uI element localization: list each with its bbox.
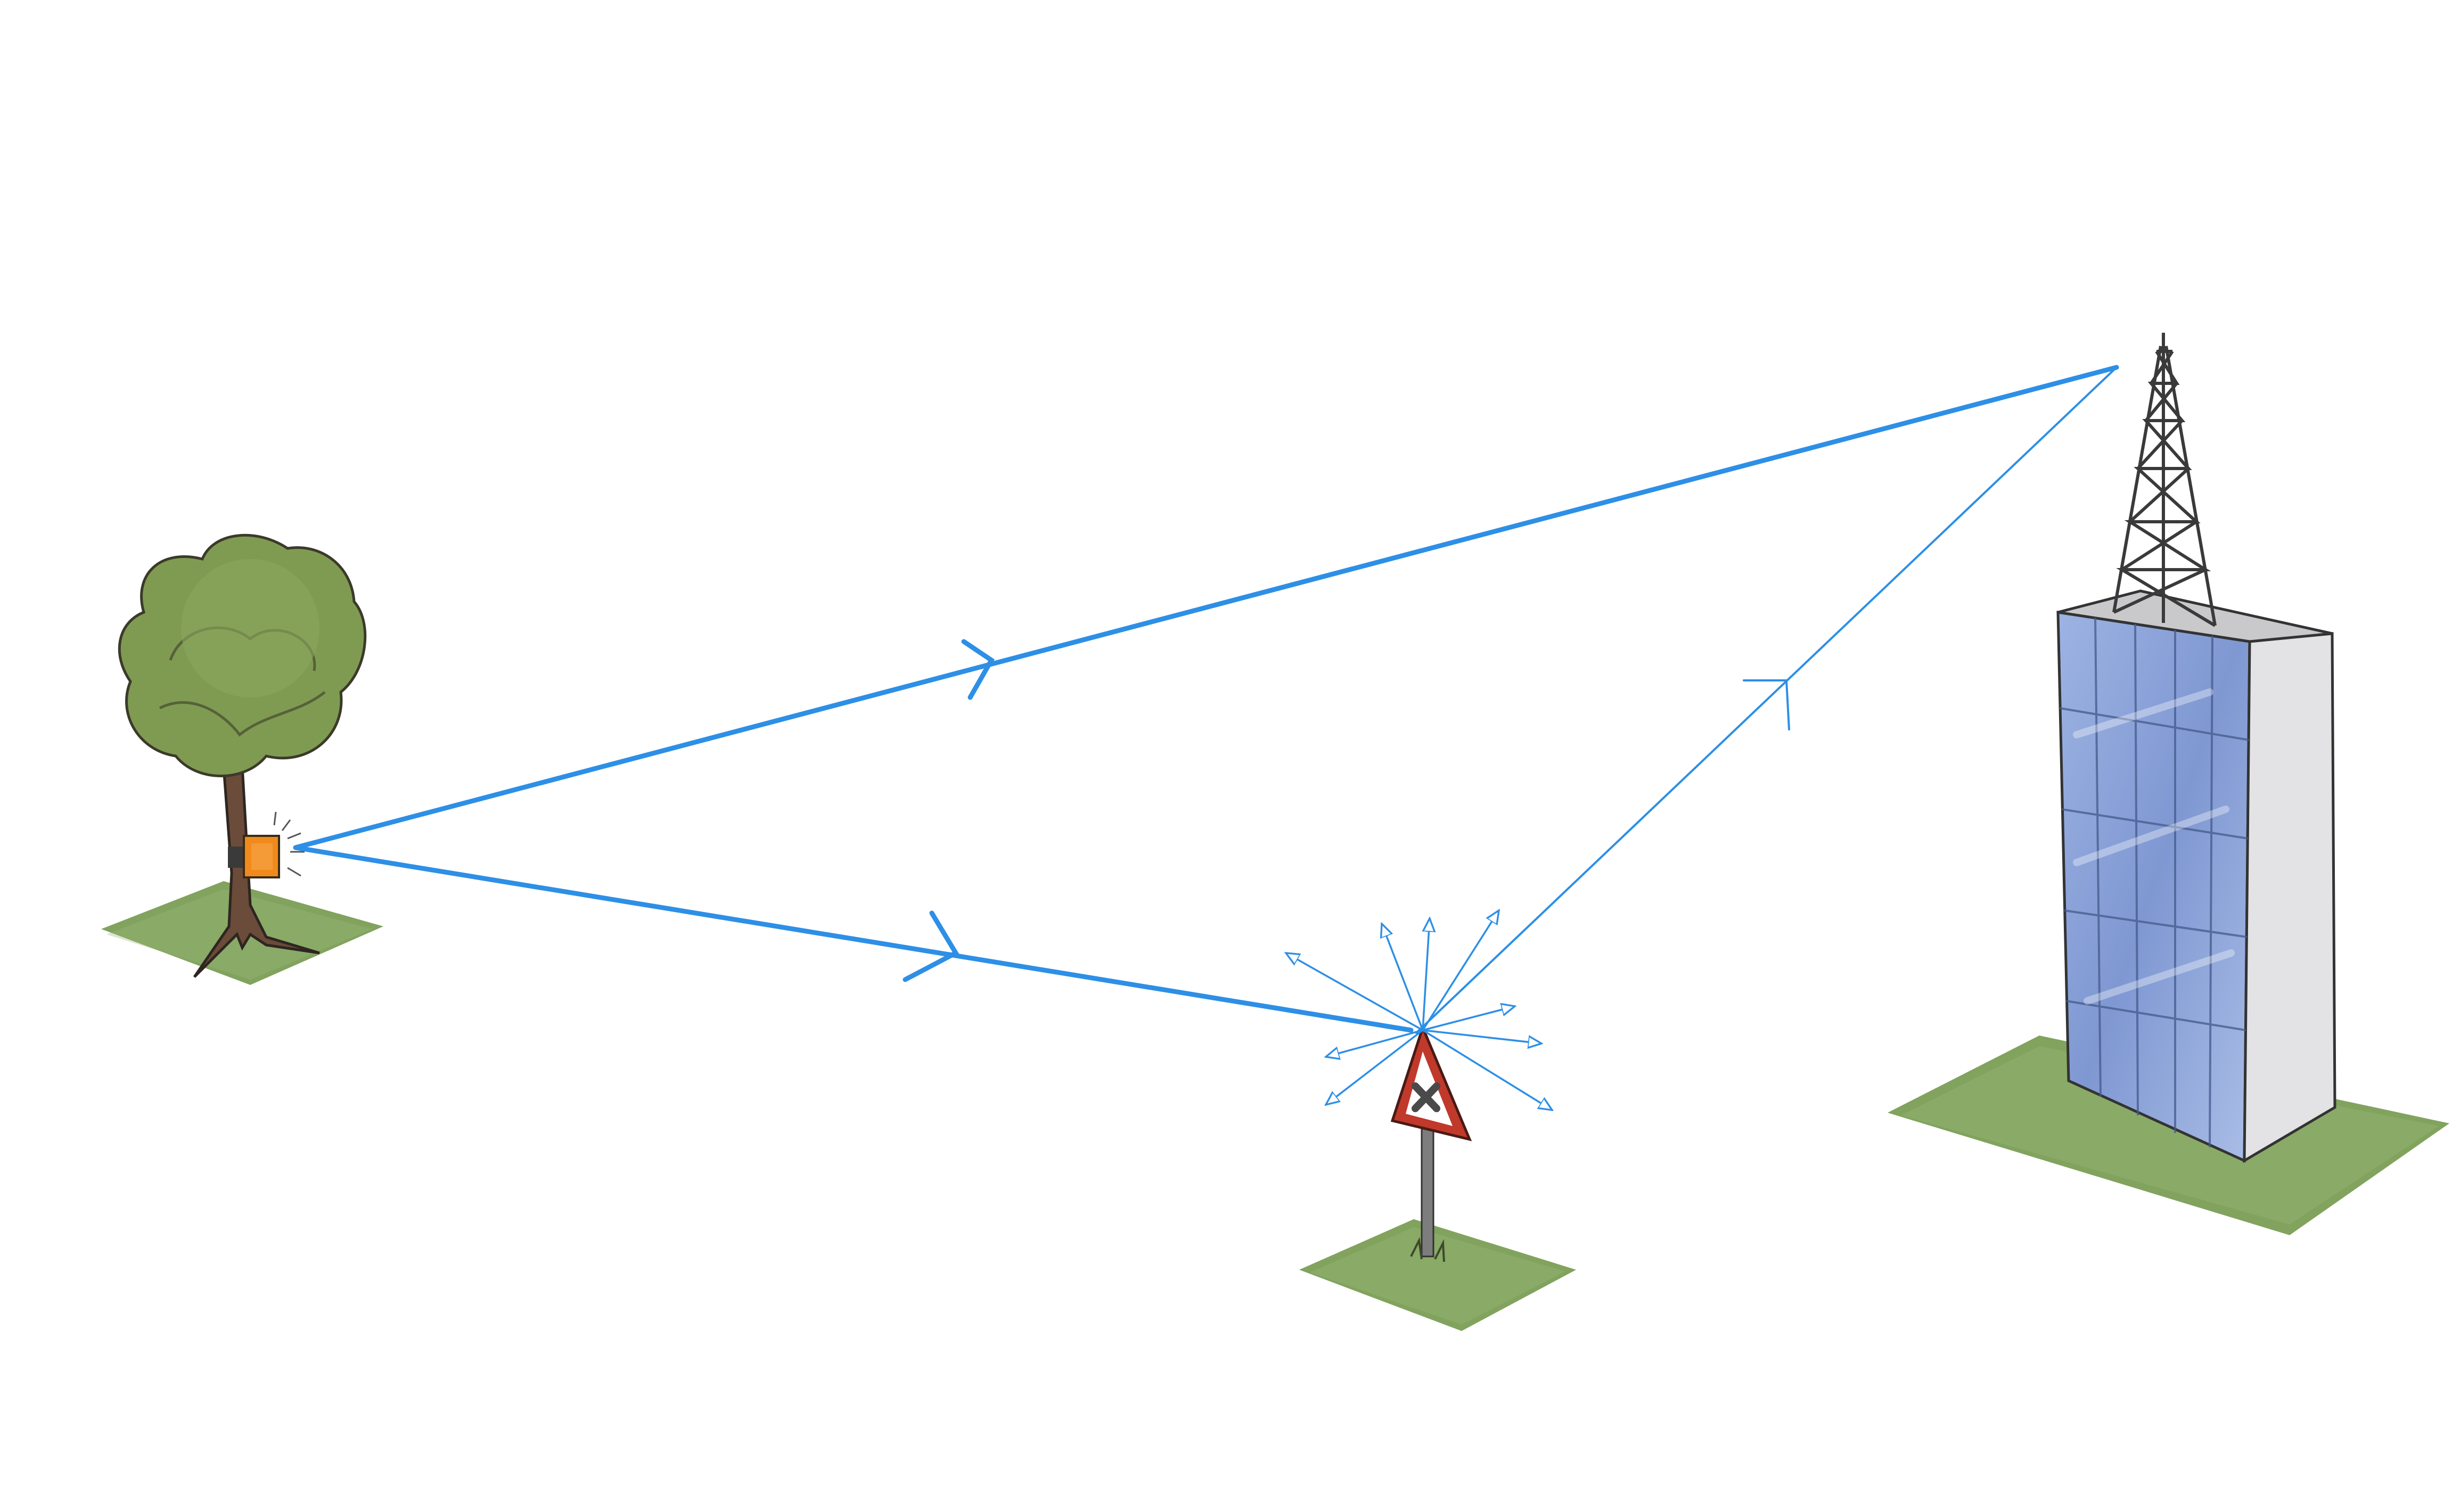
sign-post xyxy=(1421,1117,1434,1258)
building-roof xyxy=(2057,589,2333,643)
sign-cross-symbol xyxy=(1412,1082,1440,1112)
sign-path-line xyxy=(293,845,1414,1033)
building-grass-patch xyxy=(1888,1036,2449,1235)
reflected-path-arrow xyxy=(1743,679,1790,730)
building-with-antenna-icon xyxy=(1888,333,2449,1235)
tree-with-sensor-icon xyxy=(101,533,383,985)
sign-path-arrow xyxy=(903,910,960,982)
tree-foliage xyxy=(118,533,367,777)
direct-path-arrow xyxy=(961,639,995,700)
direct-path-line xyxy=(293,365,2119,850)
scatter-rays xyxy=(1286,910,1552,1110)
reflected-path-line xyxy=(1415,366,2118,1034)
antenna-tower-icon xyxy=(2112,333,2217,627)
sensor-device-icon xyxy=(228,811,305,878)
sign-grass-patch xyxy=(1299,1219,1576,1331)
signal-paths xyxy=(293,365,2119,1034)
building-glass-facade xyxy=(2056,611,2251,1163)
building-side-wall xyxy=(2243,632,2336,1163)
warning-sign-icon xyxy=(1299,1023,1576,1331)
sensor-signal-marks xyxy=(273,811,305,877)
building-window-grid xyxy=(2059,617,2250,1148)
